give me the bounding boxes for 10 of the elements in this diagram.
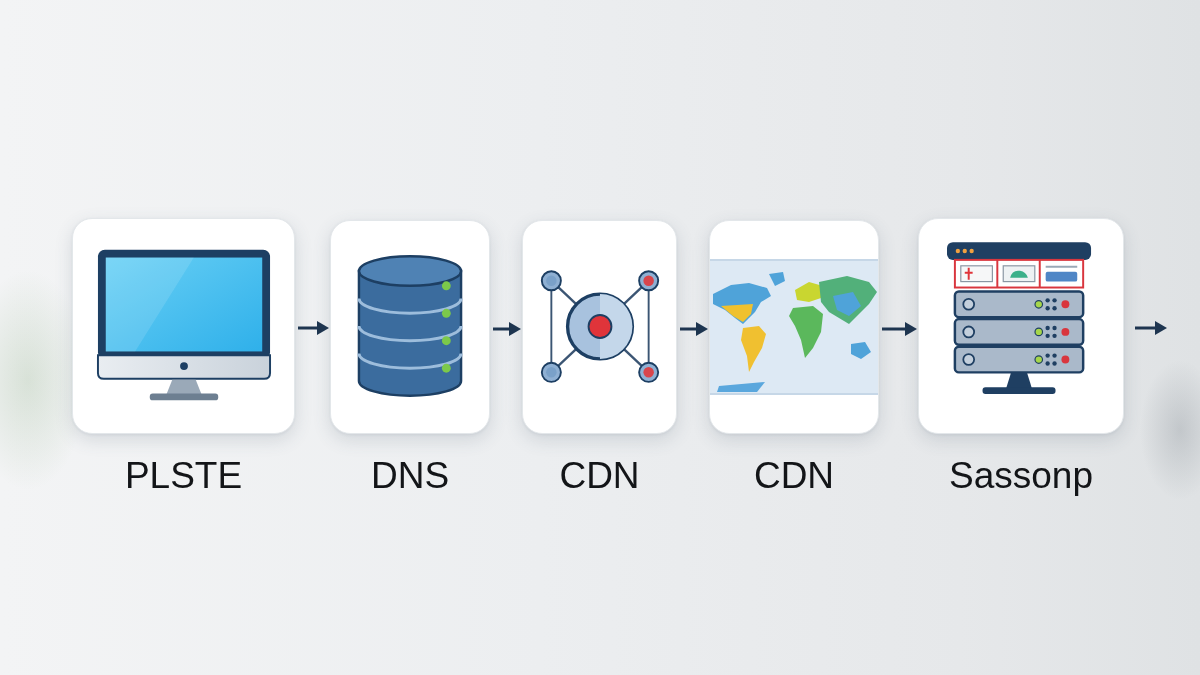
step-label: DNS bbox=[370, 454, 450, 498]
arrow bbox=[1135, 321, 1167, 335]
step-label: CDN bbox=[559, 454, 640, 498]
arrow bbox=[680, 322, 708, 336]
arrow bbox=[882, 322, 917, 336]
arrow bbox=[493, 322, 521, 336]
arrow bbox=[298, 321, 329, 335]
step-label: CDN bbox=[753, 454, 835, 498]
step-label: Sassonp bbox=[949, 454, 1093, 498]
step-label: PLSTE bbox=[124, 454, 243, 498]
